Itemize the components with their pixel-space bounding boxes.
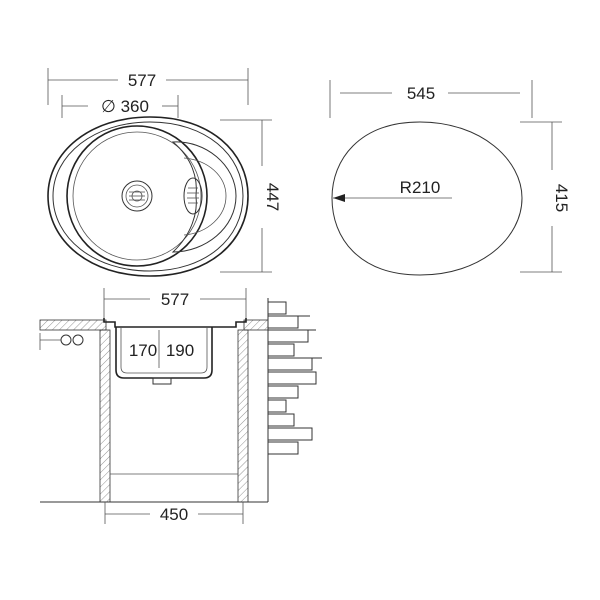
sink-outer-rim [47,116,249,277]
cabinet-width-label: 450 [160,505,188,524]
side-drainer [171,141,237,253]
cutout-view: 545 415 R210 [329,80,571,276]
bowl-depth-label: 170 [129,341,157,360]
top-depth-label: 447 [263,183,282,211]
bowl-diameter-label: ∅ 360 [101,97,149,116]
cutout-radius-label: R210 [400,178,441,197]
cabinet-left-wall [99,329,111,503]
cutout-width-label: 545 [407,84,435,103]
cabinet-right-wall [237,329,249,503]
overflow-icon [183,177,203,215]
drainer-depth-label: 190 [166,341,194,360]
section-width-label: 577 [161,290,189,309]
countertop-left [39,319,107,331]
round-bowl [66,125,208,267]
top-view: 577 ∅ 360 447 [47,68,282,277]
brick-wall [267,298,322,502]
top-width-label: 577 [128,71,156,90]
drain-icon [121,180,153,212]
faucet-knobs-icon [39,333,84,350]
countertop-right [243,319,269,331]
section-view: 577 170 190 [39,288,322,524]
cutout-depth-label: 415 [552,184,571,212]
cutout-outline [331,121,523,276]
